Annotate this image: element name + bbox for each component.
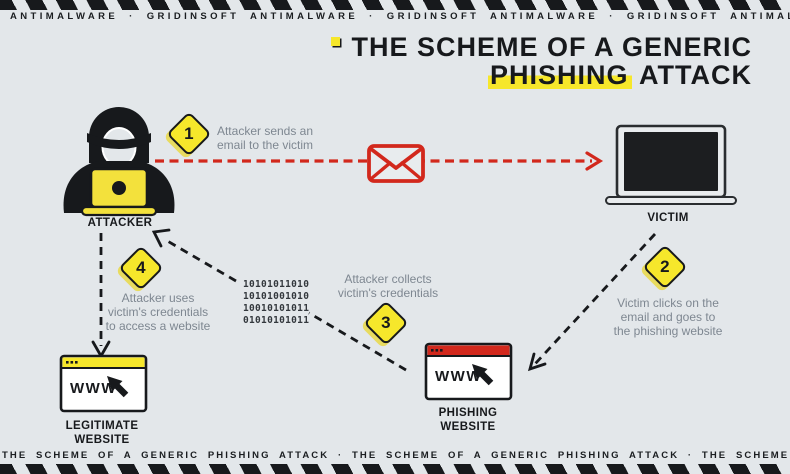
title-line-1-text: THE SCHEME OF A GENERIC <box>351 32 752 62</box>
bottom-banner: THE SCHEME OF A GENERIC PHISHING ATTACK … <box>0 450 790 461</box>
binary-line: 10010101011 <box>243 303 310 315</box>
credentials-binary: 10101011010 10101001010 10010101011 0101… <box>243 279 309 328</box>
page-title: THE SCHEME OF A GENERIC PHISHING ATTACK <box>331 32 752 90</box>
step-4-number: 4 <box>136 258 146 277</box>
phishing-website-label: PHISHING WEBSITE <box>438 407 498 433</box>
step-1-number: 1 <box>184 124 194 143</box>
title-line-2-rest: ATTACK <box>639 59 752 90</box>
victim-label: VICTIM <box>647 212 689 224</box>
step-2-description: Victim clicks on the email and goes to t… <box>613 296 723 339</box>
phishing-website-icon: WWW <box>424 342 513 401</box>
legitimate-website-label: LEGITIMATE WEBSITE <box>65 420 139 446</box>
step-4-badge: 4 <box>118 245 164 291</box>
top-banner-text: ANTIMALWARE · GRIDINSOFT ANTIMALWARE · G… <box>10 11 790 22</box>
step-2-badge: 2 <box>642 244 688 290</box>
bullet-square-icon <box>331 37 341 46</box>
step-4-description: Attacker uses victim's credentials to ac… <box>105 291 211 334</box>
step-3-number: 3 <box>381 313 391 332</box>
top-banner: ANTIMALWARE · GRIDINSOFT ANTIMALWARE · G… <box>0 11 790 22</box>
hazard-stripes-top <box>0 0 790 10</box>
title-line-1: THE SCHEME OF A GENERIC <box>331 32 752 62</box>
step-1-description: Attacker sends an email to the victim <box>216 124 314 153</box>
title-line-2: PHISHING ATTACK <box>331 59 752 90</box>
hazard-stripes-bottom <box>0 464 790 474</box>
cursor-icon <box>472 364 494 386</box>
victim-to-phishing-arrow <box>527 233 657 372</box>
binary-line: 10101001010 <box>243 291 310 303</box>
cursor-icon <box>107 376 129 398</box>
attacker-icon <box>63 107 175 217</box>
step-3-badge: 3 <box>363 300 409 346</box>
phishing-to-attacker-arrow <box>151 228 407 372</box>
attacker-label: ATTACKER <box>87 217 153 229</box>
step-3-description: Attacker collects victim's credentials <box>337 272 439 301</box>
step-2-number: 2 <box>660 257 670 276</box>
legitimate-website-icon: WWW <box>59 354 148 413</box>
binary-line: 01010101011 <box>243 315 310 327</box>
binary-line: 10101011010 <box>243 279 310 290</box>
victim-icon <box>605 124 737 205</box>
title-highlighted-word: PHISHING <box>487 59 632 90</box>
phishing-www-text: WWW <box>435 368 482 385</box>
legitimate-www-text: WWW <box>70 380 117 397</box>
bottom-banner-text: THE SCHEME OF A GENERIC PHISHING ATTACK … <box>2 450 790 461</box>
email-icon <box>367 144 425 183</box>
